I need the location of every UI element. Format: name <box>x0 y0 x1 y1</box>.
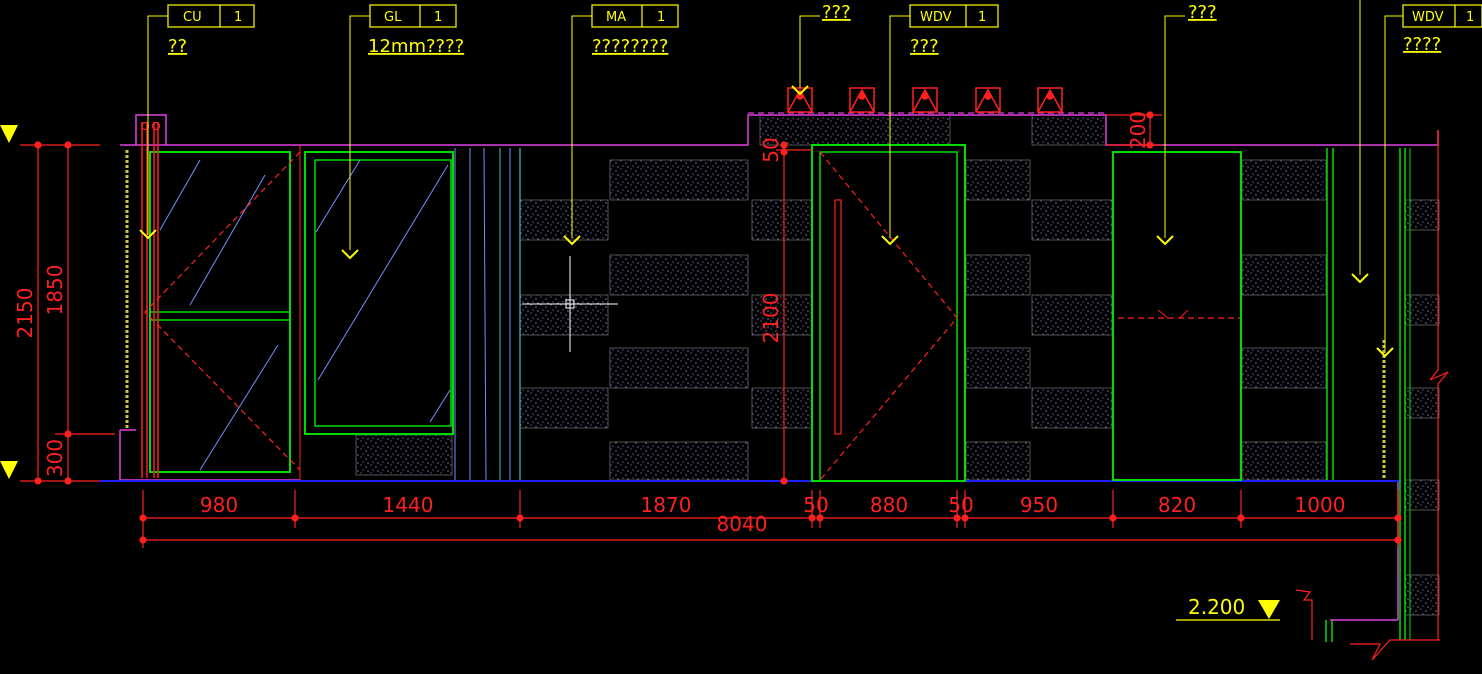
dim-2150: 2150 <box>13 288 37 339</box>
tag-code: MA <box>606 10 626 25</box>
tag-cu: CU 1 ?? <box>139 4 255 240</box>
light-note: ??? <box>791 2 851 96</box>
tag-num: 1 <box>978 10 986 25</box>
tag-code: CU <box>183 10 202 25</box>
tag-note: ?? <box>168 36 187 57</box>
dim-820: 820 <box>1158 493 1196 517</box>
level-value: 2.200 <box>1188 595 1245 619</box>
crosshair-cursor-icon <box>522 256 618 352</box>
dim-total: 8040 <box>717 512 768 536</box>
dim-2100: 2100 <box>759 293 783 344</box>
dim-300: 300 <box>43 439 67 477</box>
dim-880: 880 <box>870 493 908 517</box>
tag-ma: MA 1 ???????? <box>563 4 679 246</box>
tag-code: WDV <box>1412 10 1444 25</box>
level-marker-icon <box>1258 600 1280 619</box>
tag-num: 1 <box>657 10 665 25</box>
door-note: ??? <box>1156 2 1217 246</box>
tag-num: 1 <box>234 10 242 25</box>
wood-door-center <box>811 144 966 482</box>
material-tags: CU 1 ?? GL 1 12mm???? MA 1 ???????? <box>139 0 1482 358</box>
horizontal-dimensions <box>139 490 1402 548</box>
tag-num: 1 <box>434 10 442 25</box>
vertical-dimensions-door <box>776 111 1162 485</box>
dim-1440: 1440 <box>383 493 434 517</box>
tag-note: 12mm???? <box>368 36 464 57</box>
stone-cladding <box>355 114 1440 616</box>
dim-1850: 1850 <box>43 265 67 316</box>
glass-panel <box>304 147 521 481</box>
tag-note: ??? <box>910 36 939 57</box>
dim-50-a: 50 <box>803 493 828 517</box>
tag-code: GL <box>384 10 402 25</box>
dim-50-b: 50 <box>948 493 973 517</box>
tag-num: 1 <box>1466 10 1474 25</box>
dim-950: 950 <box>1020 493 1058 517</box>
tag-note: ???? <box>1403 34 1441 55</box>
tag-wdv-center: WDV 1 ??? <box>881 4 999 246</box>
ceiling-light-icon <box>787 87 1063 113</box>
light-note-text: ??? <box>822 2 851 23</box>
dim-200: 200 <box>1126 111 1150 149</box>
tag-note: ???????? <box>592 36 668 57</box>
level-mark-right: 2.200 <box>1176 595 1280 621</box>
dim-1870: 1870 <box>641 493 692 517</box>
tag-gl: GL 1 12mm???? <box>341 4 464 260</box>
dim-980: 980 <box>200 493 238 517</box>
tag-wdv-right: WDV 1 ???? <box>1351 0 1482 358</box>
tag-code: WDV <box>920 10 952 25</box>
door-note-text: ??? <box>1188 2 1217 23</box>
dim-1000: 1000 <box>1295 493 1346 517</box>
door-right <box>1112 148 1411 642</box>
dim-50-top: 50 <box>759 137 783 162</box>
vertical-dimensions-left <box>20 141 115 485</box>
break-line-icon <box>1295 130 1449 661</box>
level-marker-icon <box>0 125 18 479</box>
glass-door-left <box>125 121 301 480</box>
